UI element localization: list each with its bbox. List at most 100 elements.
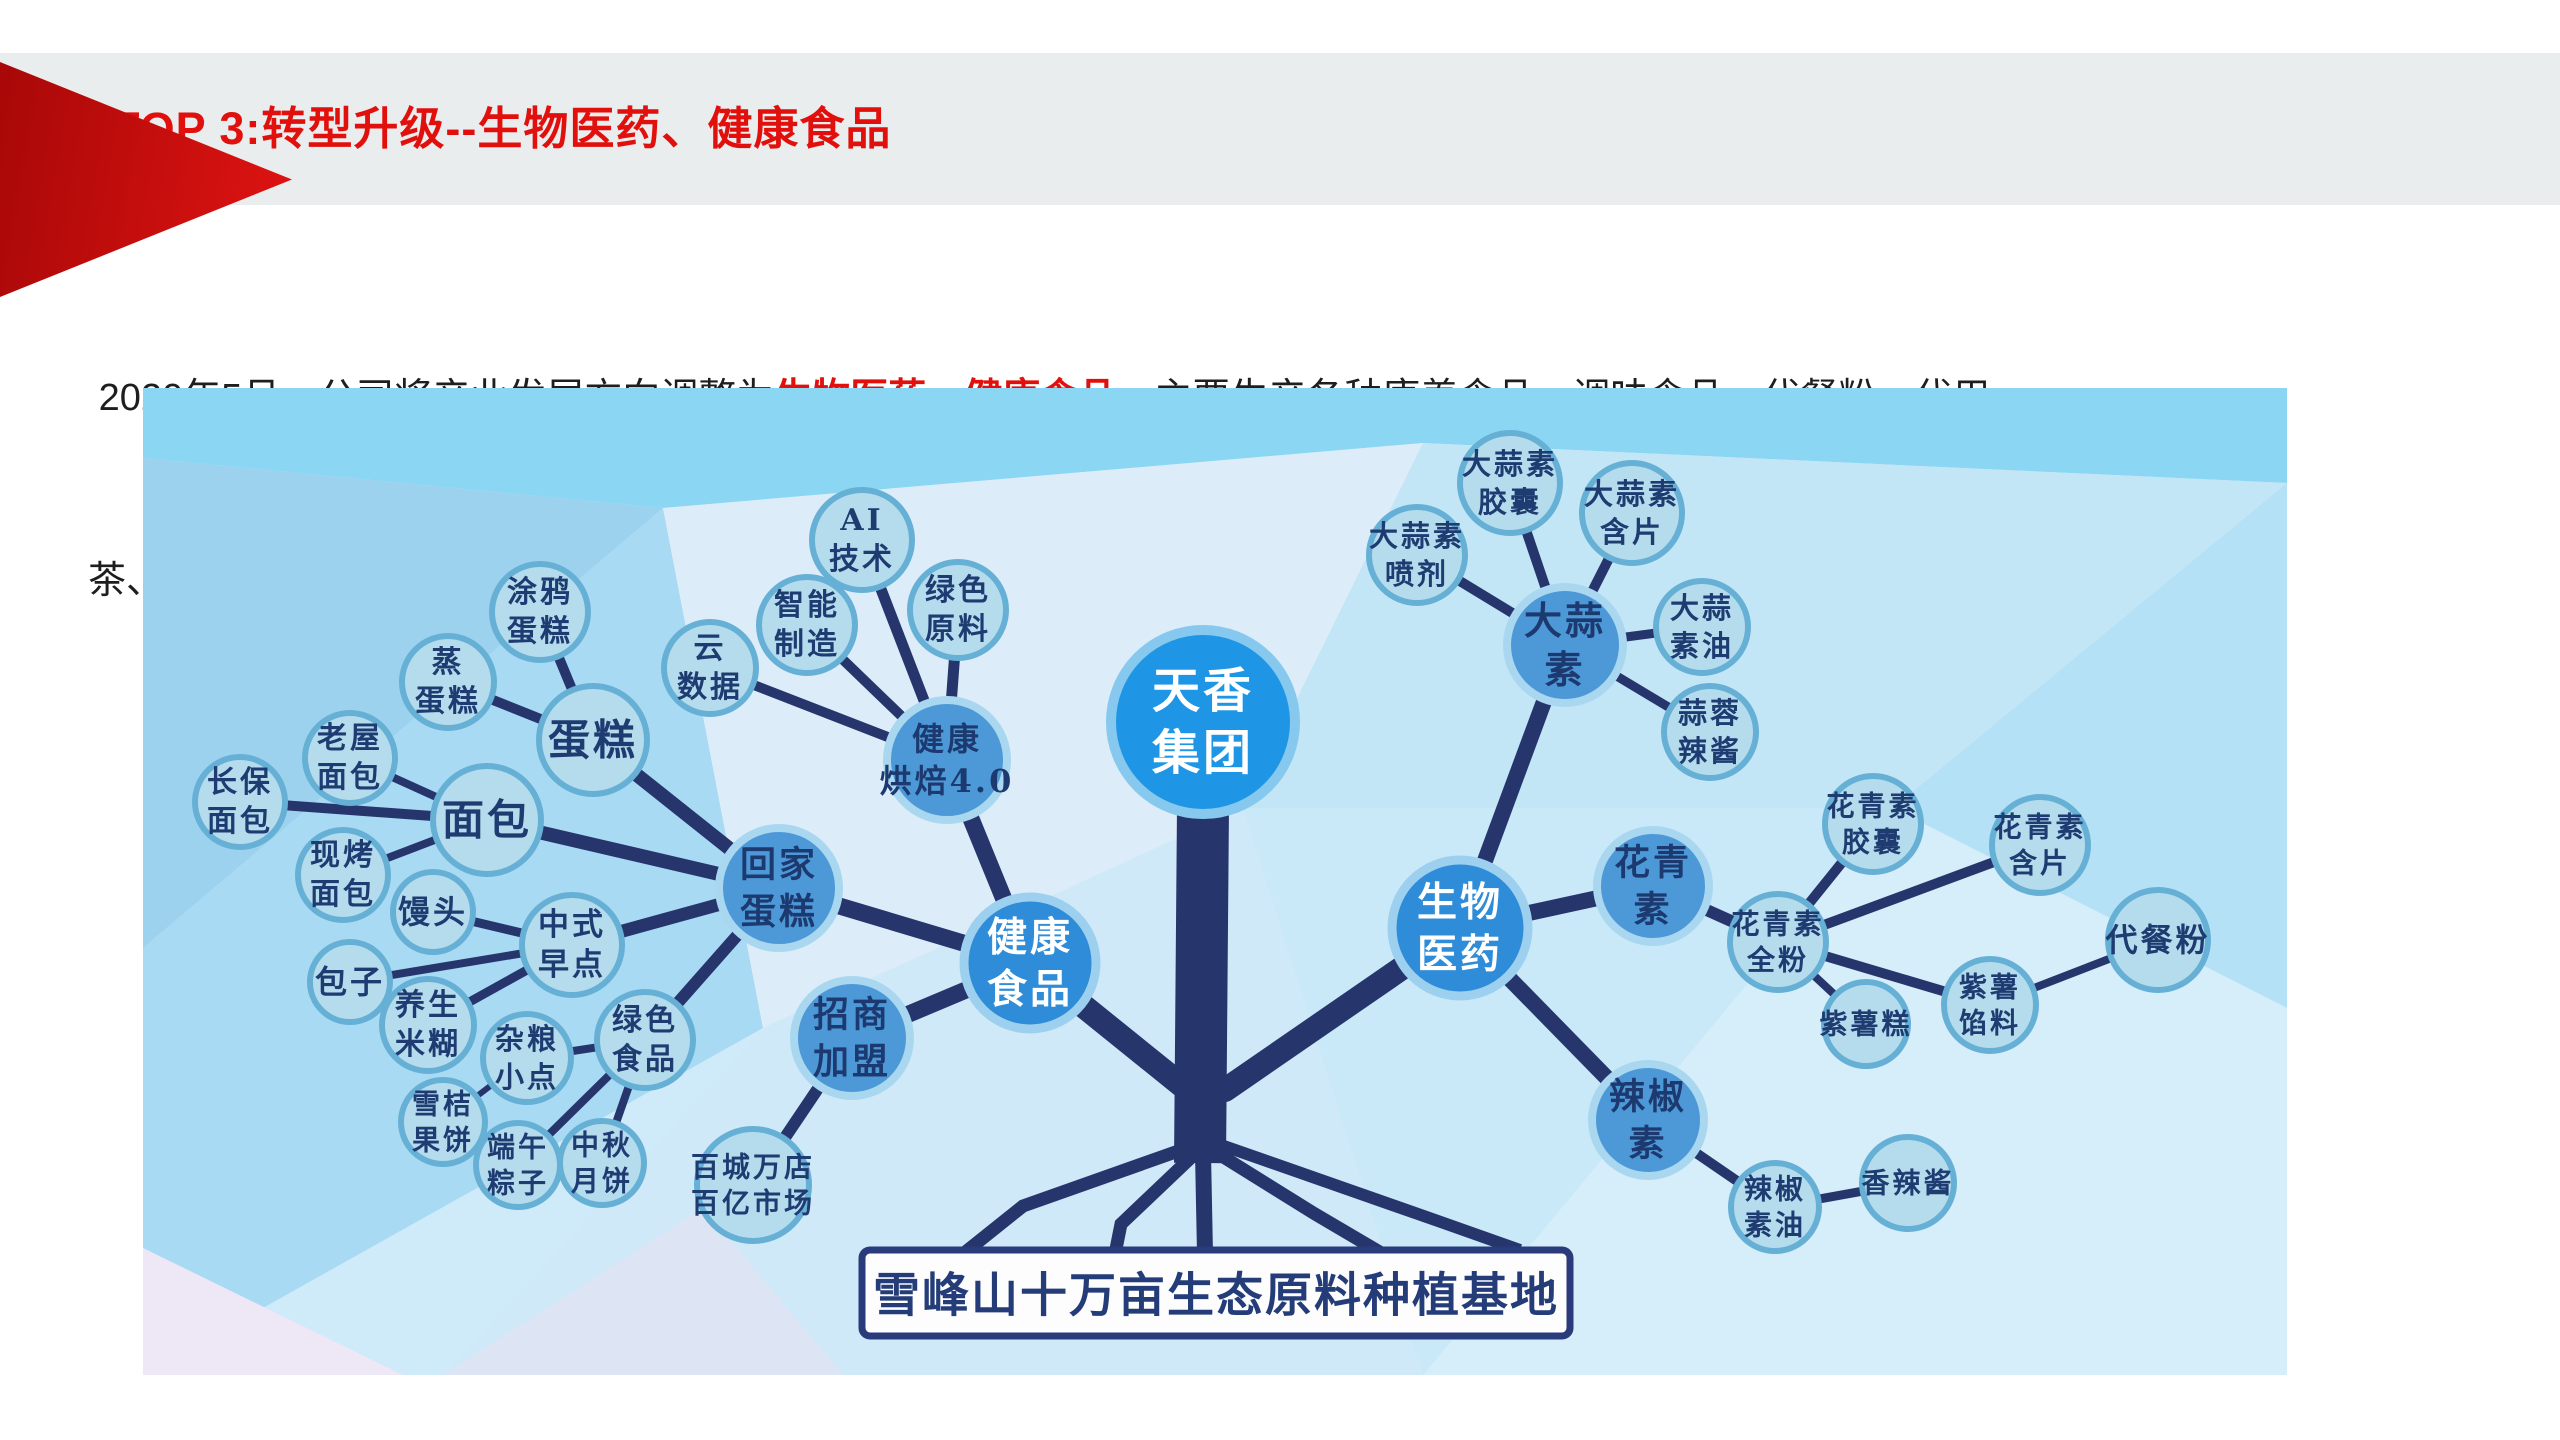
node-capsaicin: 辣椒素 [1588,1060,1708,1180]
node-circle [1941,956,2039,1054]
node-label: 花青素全粉 [1731,907,1824,976]
node-home-cake: 回家蛋糕 [715,824,843,952]
node-label: 大蒜素喷剂 [1369,519,1465,591]
node-garlic-chili-sauce: 蒜蓉辣酱 [1661,683,1759,781]
node-baozi: 包子 [307,939,393,1025]
node-label: 大蒜素 [1524,598,1606,692]
node-old-house-bread: 老屋面包 [302,710,398,806]
node-circle [1503,583,1627,707]
node-circle [594,989,696,1091]
node-label: 紫薯馅料 [1959,970,2021,1039]
node-purple-potato-filling: 紫薯馅料 [1941,956,2039,1054]
node-dragon-boat-zongzi: 端午粽子 [473,1120,563,1210]
node-snow-orange-cake: 雪桔果饼 [398,1077,488,1167]
node-label: 智能制造 [774,588,840,662]
node-garlic-extract: 大蒜素 [1503,583,1627,707]
node-allicin-lozenge: 大蒜素含片 [1579,460,1685,566]
node-steamed-cake: 蒸蛋糕 [399,633,497,731]
node-label: 蛋糕 [548,716,638,765]
node-circle [307,939,393,1025]
node-label: 云数据 [677,631,743,705]
node-doodle-cake: 涂鸦蛋糕 [489,561,591,663]
trunk-and-roots [958,805,1523,1260]
node-label: 健康食品 [987,914,1073,1013]
node-circle [1366,504,1468,606]
node-circle [790,976,914,1100]
node-circle [430,763,544,877]
node-circle [694,1126,812,1244]
node-label: 健康烘焙4.0 [880,720,1015,800]
node-anthocyanin-capsule: 花青素胶囊 [1822,773,1924,875]
root-center [1195,1152,1213,1255]
trunk [1174,805,1229,1164]
node-health-rice-paste: 养生米糊 [379,976,477,1074]
page-title: TOP 3:转型升级--生物医药、健康食品 [112,103,892,154]
node-circle [1588,1060,1708,1180]
node-label: 花青素胶囊 [1826,789,1919,858]
node-label: 回家蛋糕 [740,844,818,933]
node-label: 大蒜素胶囊 [1462,447,1558,519]
diagram-image: 涂鸦蛋糕蒸蛋糕蛋糕老屋面包长保面包现烤面包面包馒头包子养生米糊中式早点杂粮小点绿… [143,388,2287,1375]
node-circle [1653,578,1751,676]
nodes: 涂鸦蛋糕蒸蛋糕蛋糕老屋面包长保面包现烤面包面包馒头包子养生米糊中式早点杂粮小点绿… [192,430,2211,1254]
node-circle [1821,979,1911,1069]
node-label: 香辣酱 [1861,1167,1954,1200]
node-label: 辣椒素 [1609,1076,1687,1165]
node-label: 辣椒素油 [1744,1172,1806,1241]
section-banner: TOP 3:转型升级--生物医药、健康食品 [0,53,2560,205]
node-allicin-capsule: 大蒜素胶囊 [1457,430,1563,536]
node-grain-snacks: 杂粮小点 [480,1011,574,1105]
node-label: 花青素含片 [1993,810,2086,879]
node-circle [192,754,288,850]
node-label: 包子 [315,963,385,1001]
root-right-outer [1199,1132,1523,1256]
node-health-baking-4: 健康烘焙4.0 [880,696,1015,824]
node-franchise: 招商加盟 [790,976,914,1100]
node-mantou: 馒头 [390,869,476,955]
node-green-materials: 绿色原料 [907,559,1009,661]
node-circle [1106,625,1300,819]
node-tianxiang-group: 天香集团 [1106,625,1300,819]
root-right-inner [1197,1137,1387,1260]
node-label: 长保面包 [207,765,273,839]
node-circle [302,710,398,806]
node-label: 雪桔果饼 [412,1087,474,1156]
node-circle [536,683,650,797]
node-circle [809,487,915,593]
node-anthocyanin-lozenge: 花青素含片 [1989,794,2091,896]
node-circle [519,892,625,998]
node-circle [1661,683,1759,781]
node-circle [1727,891,1829,993]
node-anthocyanin-powder: 花青素全粉 [1727,891,1829,993]
node-circle [661,619,759,717]
node-allicin-spray: 大蒜素喷剂 [1366,504,1468,606]
node-garlic-oil: 大蒜素油 [1653,578,1751,676]
node-circle [398,1077,488,1167]
node-circle [907,559,1009,661]
node-label: 代餐粉 [2104,921,2210,959]
node-circle [1989,794,2091,896]
node-circle [2105,887,2211,993]
node-label: 大蒜素含片 [1584,477,1680,549]
node-cake: 蛋糕 [536,683,650,797]
node-label: 杂粮小点 [495,1022,559,1094]
node-circle [1859,1134,1957,1232]
node-label: 蒜蓉辣酱 [1678,696,1742,768]
node-circle [1579,460,1685,566]
node-mid-autumn-mooncake: 中秋月饼 [557,1118,647,1208]
node-chinese-breakfast: 中式早点 [519,892,625,998]
node-circle [379,976,477,1074]
node-label: 端午粽子 [487,1130,549,1199]
node-label: 花青素 [1614,842,1692,931]
node-circle [295,827,391,923]
node-label: 中秋月饼 [570,1128,633,1197]
node-spicy-sauce: 香辣酱 [1859,1134,1957,1232]
node-purple-potato-cake: 紫薯糕 [1819,979,1911,1069]
node-circle [1728,1160,1822,1254]
node-circle [1457,430,1563,536]
node-cloud-data: 云数据 [661,619,759,717]
node-label: 绿色原料 [925,573,991,647]
node-capsaicin-oil: 辣椒素油 [1728,1160,1822,1254]
node-circle [390,869,476,955]
